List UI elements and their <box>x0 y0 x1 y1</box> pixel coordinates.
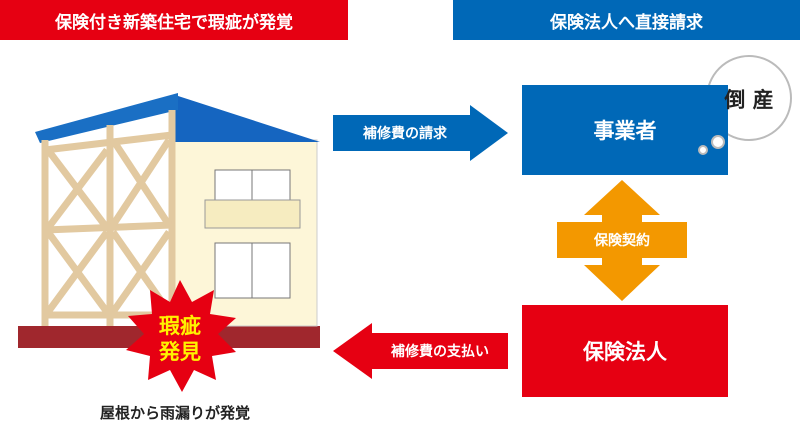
bankruptcy-label: 倒 産 <box>724 88 774 112</box>
payment-arrow <box>333 323 508 379</box>
burst-line1: 瑕疵 <box>159 314 201 338</box>
burst-line2: 発見 <box>159 340 201 364</box>
insurer-box: 保険法人 <box>522 305 728 397</box>
header-left: 保険付き新築住宅で瑕疵が発覚 <box>0 0 348 40</box>
payment-label: 補修費の支払い <box>391 344 489 360</box>
defect-found-burst: 瑕疵 発見 <box>140 313 220 365</box>
claim-arrow <box>333 105 508 161</box>
business-box: 事業者 <box>522 85 728 175</box>
caption: 屋根から雨漏りが発覚 <box>99 404 250 422</box>
house-icon <box>35 93 320 327</box>
header-right: 保険法人へ直接請求 <box>453 0 800 40</box>
contract-label: 保険契約 <box>594 233 650 249</box>
claim-label: 補修費の請求 <box>363 126 447 142</box>
burst-shape <box>126 280 236 392</box>
